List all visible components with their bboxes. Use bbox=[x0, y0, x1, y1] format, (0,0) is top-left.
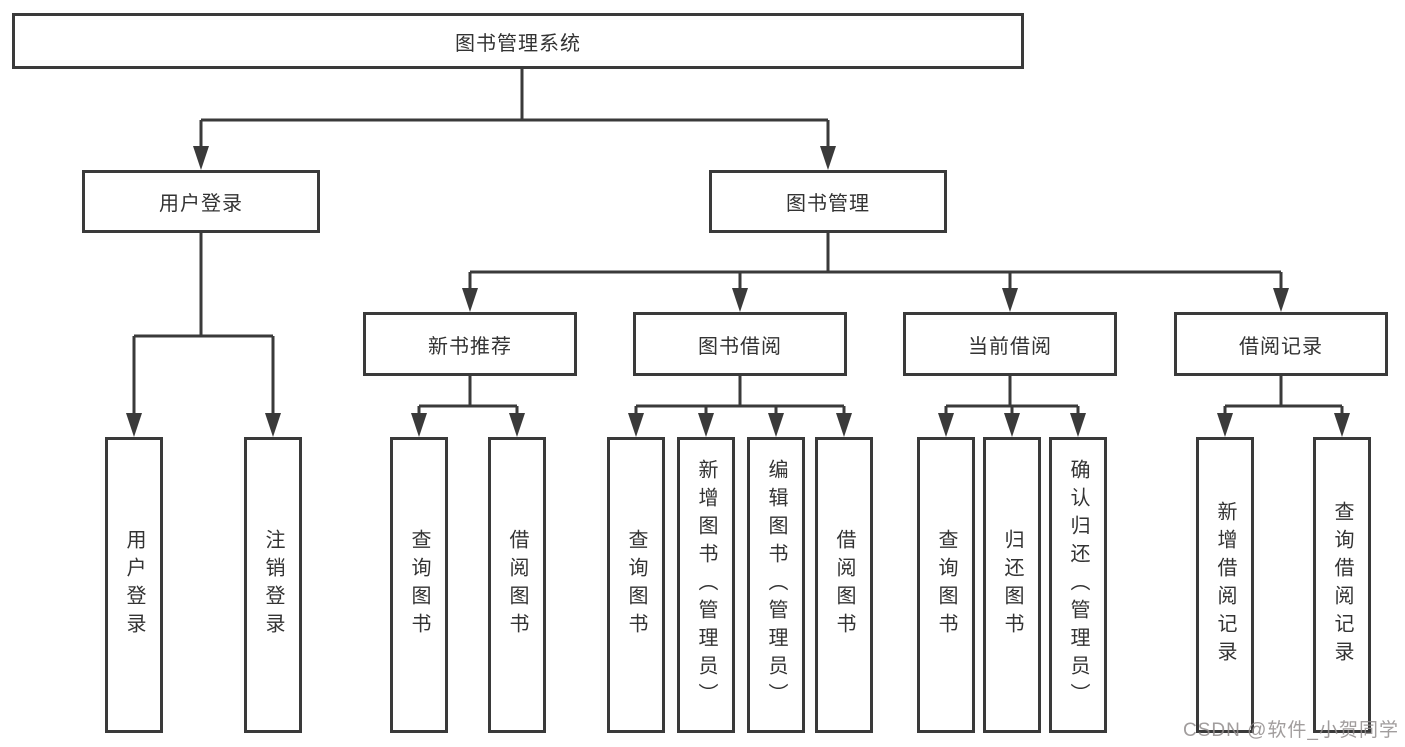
arrowhead bbox=[126, 413, 142, 437]
leaf-label: 新增图书（管理员） bbox=[695, 459, 717, 711]
arrowhead bbox=[411, 413, 427, 437]
node-new-book-recommend: 新书推荐 bbox=[363, 312, 577, 376]
leaf-label: 查询图书 bbox=[408, 529, 430, 641]
arrowhead bbox=[732, 288, 748, 312]
leaf-label: 注销登录 bbox=[262, 529, 284, 641]
leaf-newbooks-borrow: 借阅图书 bbox=[488, 437, 546, 733]
arrowhead bbox=[1002, 288, 1018, 312]
leaf-label: 编辑图书（管理员） bbox=[765, 459, 787, 711]
connector-new-book-recommend bbox=[417, 376, 519, 416]
node-book-borrow: 图书借阅 bbox=[633, 312, 847, 376]
node-user-login: 用户登录 bbox=[82, 170, 320, 233]
leaf-current-confirm-admin: 确认归还（管理员） bbox=[1049, 437, 1107, 733]
node-label: 新书推荐 bbox=[428, 335, 512, 358]
arrowhead bbox=[1217, 413, 1233, 437]
leaf-borrow-edit-admin: 编辑图书（管理员） bbox=[747, 437, 805, 733]
node-root: 图书管理系统 bbox=[12, 13, 1024, 69]
csdn-watermark: CSDN @软件_小贺同学 bbox=[1183, 720, 1399, 741]
arrowhead bbox=[836, 413, 852, 437]
arrowhead bbox=[938, 413, 954, 437]
leaf-current-query: 查询图书 bbox=[917, 437, 975, 733]
arrowhead bbox=[1070, 413, 1086, 437]
leaf-label: 借阅图书 bbox=[506, 529, 528, 641]
leaf-label: 归还图书 bbox=[1001, 529, 1023, 641]
arrowhead bbox=[265, 413, 281, 437]
node-label: 图书管理 bbox=[786, 193, 870, 215]
arrowhead bbox=[820, 146, 836, 170]
leaf-label: 查询图书 bbox=[935, 529, 957, 641]
leaf-borrow-add-admin: 新增图书（管理员） bbox=[677, 437, 735, 733]
connector-book-management bbox=[468, 233, 1283, 292]
leaf-borrow-borrow: 借阅图书 bbox=[815, 437, 873, 733]
leaf-label: 查询借阅记录 bbox=[1331, 501, 1353, 669]
arrowhead bbox=[1004, 413, 1020, 437]
arrowhead bbox=[698, 413, 714, 437]
arrowhead bbox=[768, 413, 784, 437]
node-borrow-records: 借阅记录 bbox=[1174, 312, 1388, 376]
connector-current-borrow bbox=[944, 376, 1080, 416]
connector-borrow-records bbox=[1223, 376, 1344, 416]
leaf-current-return: 归还图书 bbox=[983, 437, 1041, 733]
arrowhead bbox=[462, 288, 478, 312]
node-current-borrow: 当前借阅 bbox=[903, 312, 1117, 376]
leaf-label: 确认归还（管理员） bbox=[1067, 459, 1089, 711]
arrowhead bbox=[509, 413, 525, 437]
connector-root bbox=[199, 69, 830, 150]
arrowhead bbox=[1334, 413, 1350, 437]
connector-user-login bbox=[132, 233, 275, 416]
node-label: 图书管理系统 bbox=[455, 32, 581, 55]
arrowhead bbox=[628, 413, 644, 437]
node-book-management: 图书管理 bbox=[709, 170, 947, 233]
leaf-borrow-query: 查询图书 bbox=[607, 437, 665, 733]
leaf-label: 用户登录 bbox=[123, 529, 145, 641]
leaf-newbooks-query: 查询图书 bbox=[390, 437, 448, 733]
node-label: 用户登录 bbox=[159, 193, 243, 215]
leaf-user-logout: 注销登录 bbox=[244, 437, 302, 733]
leaf-label: 借阅图书 bbox=[833, 529, 855, 641]
leaf-user-login: 用户登录 bbox=[105, 437, 163, 733]
arrowhead bbox=[1273, 288, 1289, 312]
node-label: 借阅记录 bbox=[1239, 335, 1323, 358]
leaf-label: 新增借阅记录 bbox=[1214, 501, 1236, 669]
leaf-label: 查询图书 bbox=[625, 529, 647, 641]
connector-book-borrow bbox=[634, 376, 846, 416]
node-label: 图书借阅 bbox=[698, 335, 782, 358]
arrowhead bbox=[193, 146, 209, 170]
node-label: 当前借阅 bbox=[968, 335, 1052, 358]
leaf-records-query: 查询借阅记录 bbox=[1313, 437, 1371, 733]
leaf-records-add: 新增借阅记录 bbox=[1196, 437, 1254, 733]
